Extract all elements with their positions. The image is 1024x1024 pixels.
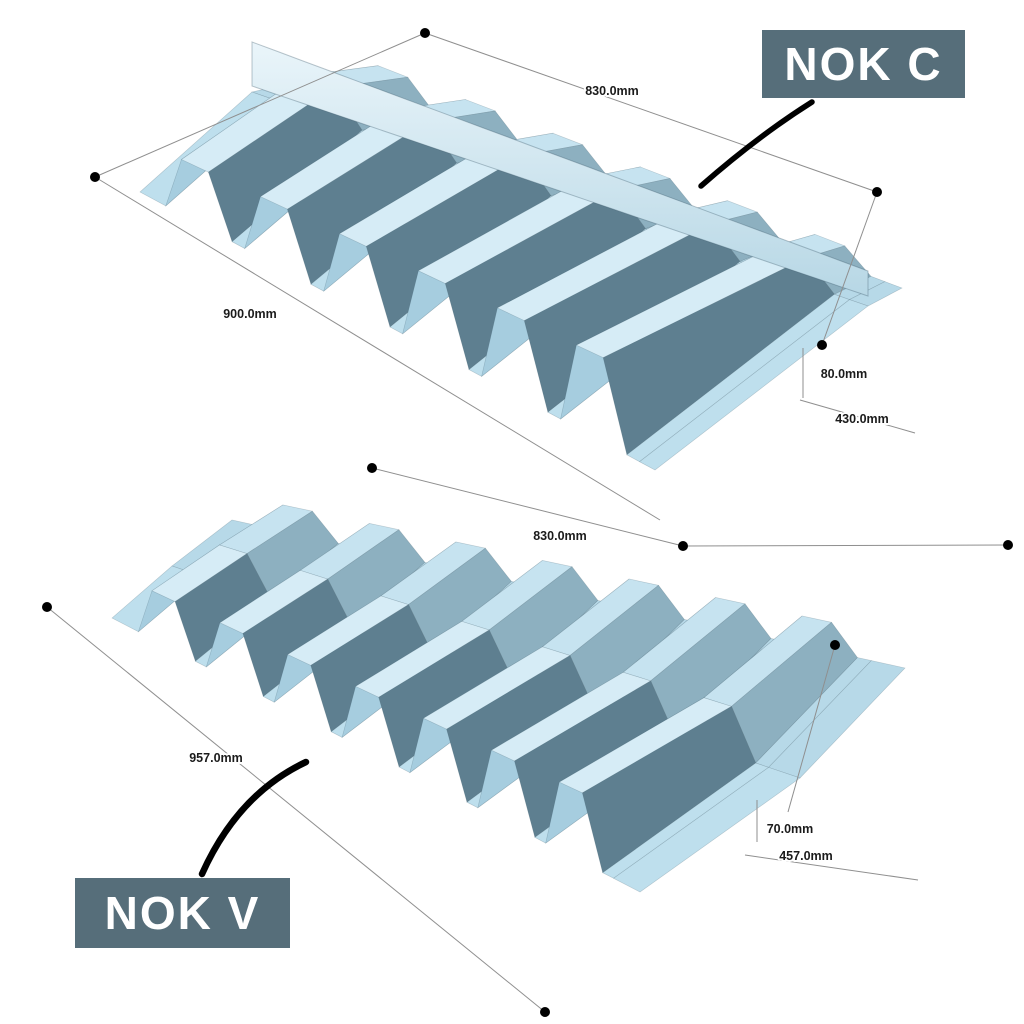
dimension-annotations-nok-v: 830.0mm 957.0mm 70.0mm 457.0mm (42, 463, 1013, 1017)
dim-line (94, 176, 661, 521)
sheet-facet (638, 299, 869, 471)
dim-label-width-c: 900.0mm (223, 307, 277, 321)
nok-v-ridge-piece (111, 504, 906, 893)
dim-endpoint-dot (42, 602, 52, 612)
dim-line (744, 854, 919, 881)
dim-label-height-v: 70.0mm (767, 822, 814, 836)
dimension-annotations-nok-c: 830.0mm 900.0mm 80.0mm 430.0mm (90, 28, 916, 521)
nok-c-ridge-piece (139, 41, 903, 471)
dim-line (46, 606, 546, 1013)
dim-label-end-width-c: 430.0mm (835, 412, 889, 426)
dim-label-height-c: 80.0mm (821, 367, 868, 381)
dim-endpoint-dot (1003, 540, 1013, 550)
dim-line (682, 544, 1009, 547)
dim-label-width-v: 957.0mm (189, 751, 243, 765)
dim-endpoint-dot (367, 463, 377, 473)
dim-endpoint-dot (90, 172, 100, 182)
label-tag-nok-v-text: NOK V (104, 887, 261, 939)
label-tag-nok-c: NOK C (762, 30, 965, 98)
dim-line (371, 467, 684, 547)
dim-endpoint-dot (817, 340, 827, 350)
dim-label-length-c: 830.0mm (585, 84, 639, 98)
dim-endpoint-dot (540, 1007, 550, 1017)
label-tag-nok-c-text: NOK C (784, 38, 943, 90)
dim-endpoint-dot (420, 28, 430, 38)
dim-line (787, 644, 836, 813)
dim-line (821, 191, 878, 346)
label-tag-nok-v: NOK V (75, 878, 290, 948)
dim-label-length-v: 830.0mm (533, 529, 587, 543)
sheet-facet (613, 767, 801, 893)
dim-line (94, 32, 426, 178)
dim-line (799, 399, 916, 434)
leader-line-nok-v (198, 758, 310, 878)
leader-line-nok-c (698, 99, 815, 189)
dim-line (424, 32, 878, 193)
dim-endpoint-dot (872, 187, 882, 197)
dim-endpoint-dot (678, 541, 688, 551)
dim-label-end-width-v: 457.0mm (779, 849, 833, 863)
ridge-cap-surface (251, 41, 869, 297)
dim-endpoint-dot (830, 640, 840, 650)
